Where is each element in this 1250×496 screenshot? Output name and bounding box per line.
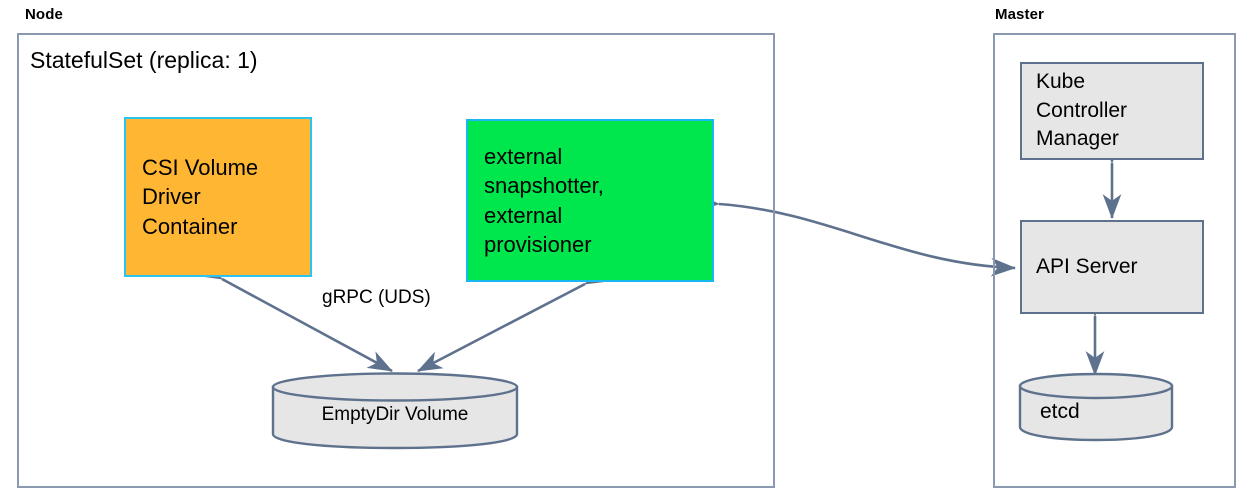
box-external-sidecars-label: external snapshotter, external provision…: [484, 144, 604, 257]
box-kube-controller-manager-label: Kube Controller Manager: [1036, 69, 1128, 151]
box-csi-volume-driver-container-label: CSI Volume Driver Container: [142, 155, 259, 239]
box-api-server[interactable]: API Server: [1020, 220, 1204, 314]
edge-label-grpc-uds: gRPC (UDS): [322, 287, 431, 308]
cylinder-etcd-label: etcd: [1040, 400, 1080, 423]
box-csi-volume-driver-container[interactable]: CSI Volume Driver Container: [124, 117, 312, 277]
box-api-server-label: API Server: [1036, 254, 1138, 278]
group-title-node: Node: [25, 6, 63, 23]
cylinder-emptydir-volume[interactable]: EmptyDir Volume: [271, 371, 519, 450]
group-box-node: [17, 33, 775, 488]
box-kube-controller-manager[interactable]: Kube Controller Manager: [1020, 62, 1204, 160]
statefulset-heading: StatefulSet (replica: 1): [30, 47, 258, 73]
cylinder-emptydir-volume-label: EmptyDir Volume: [321, 404, 469, 425]
cylinder-etcd[interactable]: etcd: [1018, 372, 1174, 442]
group-title-master: Master: [995, 6, 1044, 23]
group-box-master: [993, 33, 1236, 488]
box-external-sidecars[interactable]: external snapshotter, external provision…: [466, 119, 714, 282]
